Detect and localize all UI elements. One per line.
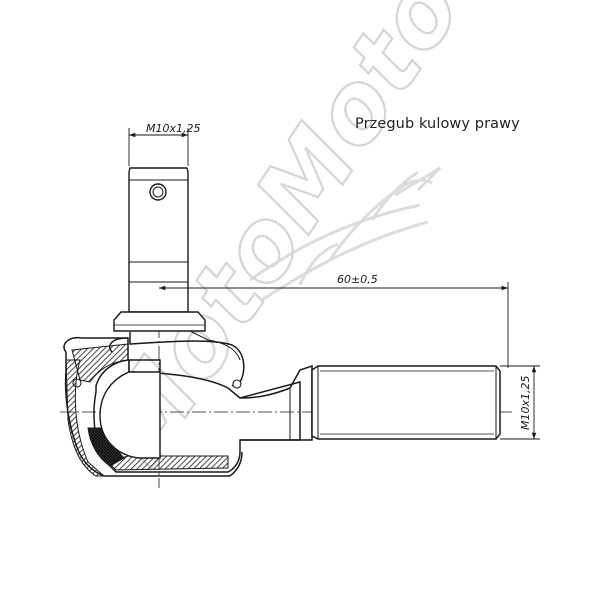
dimension-lines: [128, 128, 540, 440]
ball-stud: [113, 167, 206, 332]
diagram-title: Przegub kulowy prawy: [355, 116, 520, 132]
housing-body: [63, 330, 313, 477]
dimension-labels: M10x1,25 60±0,5 M10x1,25: [146, 122, 532, 430]
ball-joint-sphere: [99, 359, 161, 459]
dimension-length: 60±0,5: [337, 273, 378, 286]
dimension-side-thread: M10x1,25: [519, 376, 532, 431]
cotter-pin-hole: [149, 183, 167, 201]
dimension-top-thread: M10x1,25: [146, 122, 201, 135]
threaded-shank: [311, 365, 501, 440]
